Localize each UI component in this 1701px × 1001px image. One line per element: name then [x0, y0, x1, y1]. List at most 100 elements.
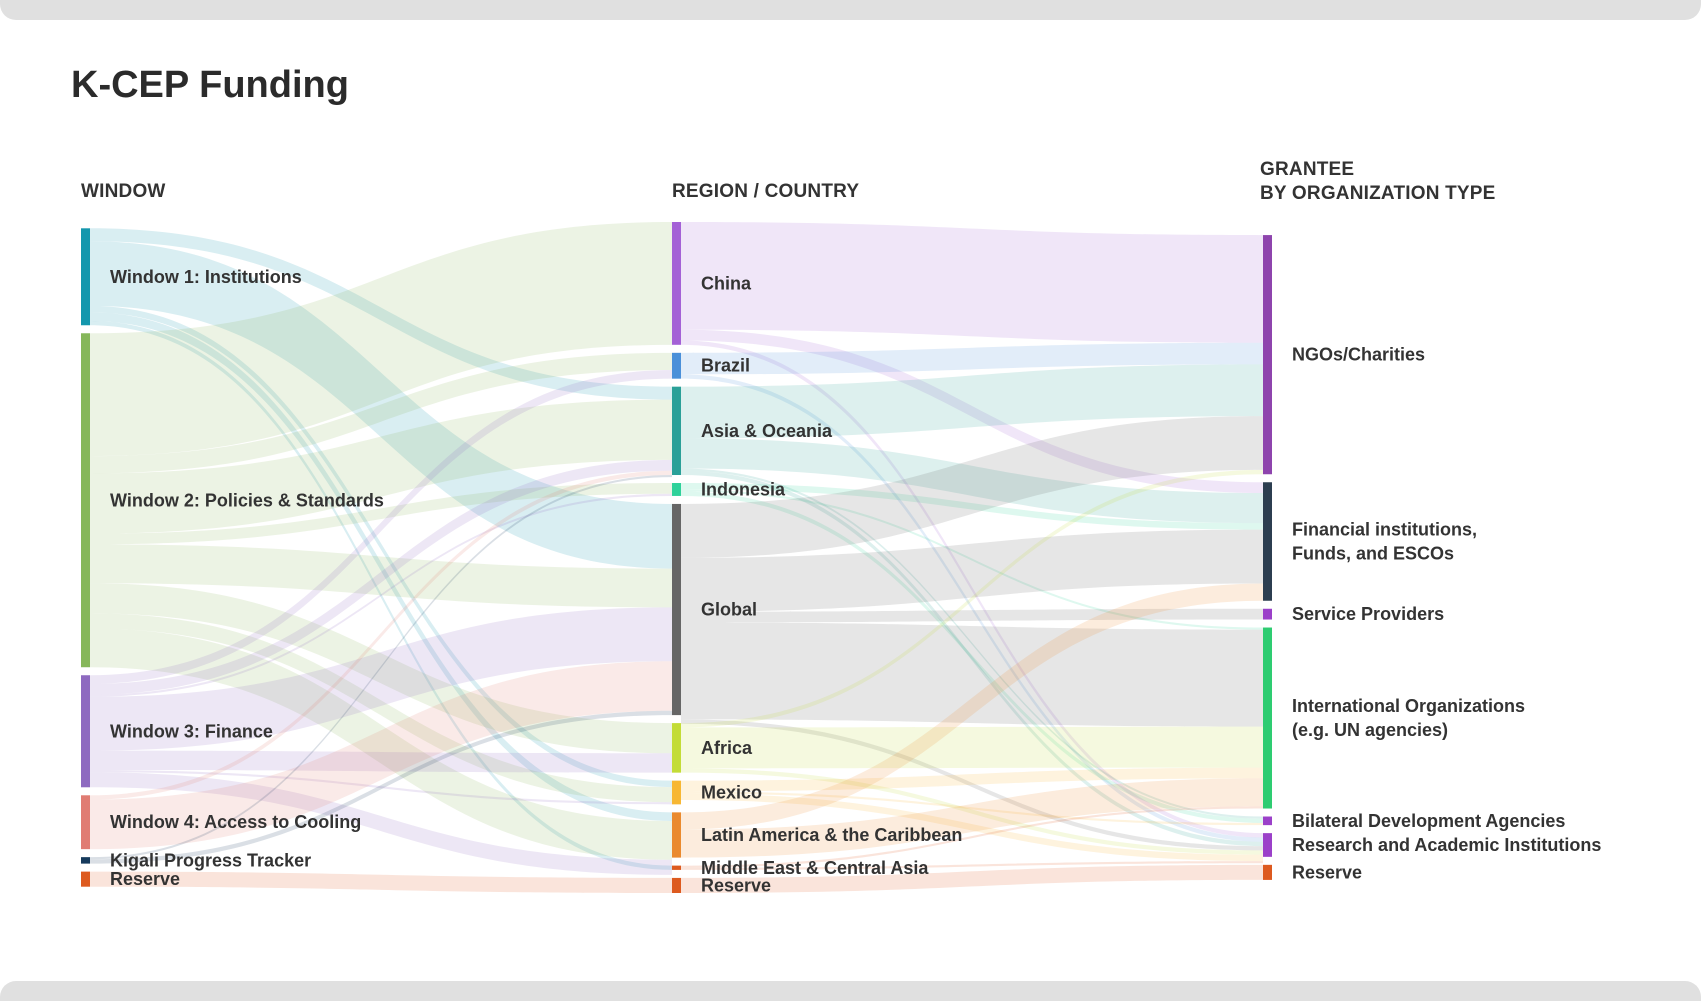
node-bar-r_mexico[interactable]: [672, 780, 681, 805]
link-r_global-to-g_intl: [681, 622, 1263, 727]
node-label-r_asia: Asia & Oceania: [701, 421, 833, 441]
link-w4-to-r_asia: [90, 470, 672, 800]
link-w3-to-r_mexico: [90, 770, 672, 805]
link-w3-to-r_indonesia: [90, 493, 672, 697]
node-label-line: Window 1: Institutions: [110, 267, 302, 287]
node-label-line: International Organizations: [1292, 696, 1525, 716]
node-label-line: Service Providers: [1292, 604, 1444, 624]
node-label-r_brazil: Brazil: [701, 356, 750, 376]
link-r_latam-to-g_fin: [681, 583, 1263, 830]
link-r_brazil-to-g_ngo: [681, 342, 1263, 375]
node-label-line: Window 2: Policies & Standards: [110, 490, 384, 510]
node-label-g_serv: Service Providers: [1292, 604, 1444, 624]
link-w5-to-r_asia: [90, 475, 672, 860]
link-r_china-to-g_fin: [681, 329, 1263, 494]
node-label-line: Reserve: [701, 875, 771, 895]
node-bar-r_latam[interactable]: [672, 812, 681, 858]
node-label-line: Global: [701, 600, 757, 620]
node-bar-g_serv[interactable]: [1263, 608, 1272, 620]
node-label-r_africa: Africa: [701, 738, 753, 758]
link-r_mexico-to-g_research: [681, 793, 1263, 862]
node-label-g_intl: International Organizations (e.g. UN agen…: [1292, 696, 1525, 740]
node-bar-r_indonesia[interactable]: [672, 483, 681, 496]
link-r_asia-to-g_research: [681, 470, 1263, 847]
node-label-line: Window 3: Finance: [110, 721, 273, 741]
node-label-line: Bilateral Development Agencies: [1292, 811, 1565, 831]
node-label-w2: Window 2: Policies & Standards: [110, 490, 384, 510]
node-bar-g_research[interactable]: [1263, 833, 1272, 857]
node-bar-g_ngo[interactable]: [1263, 235, 1272, 475]
node-bar-r_brazil[interactable]: [672, 352, 681, 379]
link-w1-to-r_global: [90, 241, 672, 569]
node-label-line: China: [701, 273, 752, 293]
node-label-line: Middle East & Central Asia: [701, 858, 929, 878]
node-bar-g_reserve[interactable]: [1263, 864, 1272, 880]
link-r_latam-to-g_intl: [681, 778, 1263, 858]
node-bar-g_intl[interactable]: [1263, 627, 1272, 809]
link-r_china-to-g_research: [681, 340, 1263, 838]
link-r_brazil-to-g_research: [681, 374, 1263, 842]
node-label-w3: Window 3: Finance: [110, 721, 273, 741]
node-label-line: Reserve: [1292, 862, 1362, 882]
node-label-r_latam: Latin America & the Caribbean: [701, 825, 962, 845]
link-r_global-to-g_fin: [681, 529, 1263, 612]
node-label-r_global: Global: [701, 600, 757, 620]
link-w2-to-r_asia: [90, 399, 672, 534]
node-label-line: Indonesia: [701, 479, 786, 499]
node-bar-r_reserve[interactable]: [672, 877, 681, 893]
link-r_indonesia-to-g_fin: [681, 483, 1263, 530]
link-w1-to-r_asia: [90, 228, 672, 400]
link-w6-to-r_reserve: [90, 871, 672, 893]
link-r_reserve-to-g_reserve: [681, 864, 1263, 893]
node-bar-r_africa[interactable]: [672, 723, 681, 773]
node-label-line: (e.g. UN agencies): [1292, 720, 1448, 740]
node-label-g_bilat: Bilateral Development Agencies: [1292, 811, 1565, 831]
node-bar-r_mideast[interactable]: [672, 865, 681, 870]
page-title: K-CEP Funding: [71, 64, 349, 106]
link-r_global-to-g_ngo: [681, 416, 1263, 558]
link-r_asia-to-g_fin: [681, 438, 1263, 524]
node-bar-w2[interactable]: [81, 333, 90, 668]
link-w3-to-r_global: [90, 607, 672, 751]
node-label-line: Latin America & the Caribbean: [701, 825, 962, 845]
node-label-line: Financial institutions,: [1292, 520, 1477, 540]
column-header-region: REGION / COUNTRY: [672, 181, 859, 202]
link-w2-to-r_global: [90, 544, 672, 608]
window-top-bar: [0, 0, 1701, 20]
link-w3-to-r_latam: [90, 772, 672, 875]
node-bar-r_asia[interactable]: [672, 386, 681, 476]
node-label-line: Funds, and ESCOs: [1292, 544, 1454, 564]
node-label-g_fin: Financial institutions, Funds, and ESCOs: [1292, 520, 1477, 564]
node-bar-w1[interactable]: [81, 228, 90, 326]
column-header-grantee-line1: GRANTEE: [1260, 159, 1354, 180]
link-w2-to-r_latam: [90, 628, 672, 860]
link-w3-to-r_brazil: [90, 370, 672, 684]
node-bar-g_fin[interactable]: [1263, 482, 1272, 601]
link-w2-to-r_china: [90, 222, 672, 457]
links-layer: [90, 222, 1263, 893]
node-label-line: Mexico: [701, 783, 762, 803]
node-label-line: Africa: [701, 738, 753, 758]
link-w1-to-r_latam: [90, 312, 672, 821]
window-bottom-bar: [0, 981, 1701, 1001]
node-bar-w5[interactable]: [81, 857, 90, 864]
node-bar-w4[interactable]: [81, 795, 90, 850]
link-r_asia-to-g_ngo: [681, 364, 1263, 439]
node-bar-r_global[interactable]: [672, 503, 681, 716]
column-header-window: WINDOW: [81, 181, 166, 202]
node-label-g_research: Research and Academic Institutions: [1292, 835, 1601, 855]
link-w2-to-r_mexico: [90, 613, 672, 803]
node-bar-w6[interactable]: [81, 871, 90, 887]
node-bar-w3[interactable]: [81, 675, 90, 788]
node-bar-r_china[interactable]: [672, 222, 681, 345]
node-bar-g_bilat[interactable]: [1263, 816, 1272, 826]
link-r_africa-to-g_research: [681, 768, 1263, 855]
node-label-r_reserve: Reserve: [701, 875, 771, 895]
link-r_mideast-to-g_intl: [681, 806, 1263, 868]
link-w1-to-r_mideast: [90, 320, 672, 870]
node-label-w6: Reserve: [110, 869, 180, 889]
node-label-line: NGOs/Charities: [1292, 345, 1425, 365]
link-r_africa-to-g_ngo: [681, 469, 1263, 728]
